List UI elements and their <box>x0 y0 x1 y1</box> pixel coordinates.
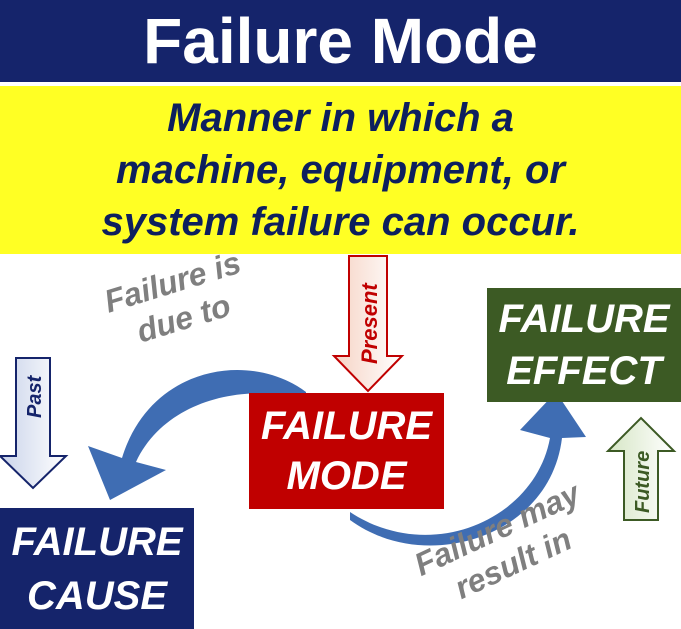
past-arrow <box>0 357 69 490</box>
page-title: Failure Mode <box>0 0 681 82</box>
failure-mode-box: FAILURE MODE <box>249 393 444 509</box>
future-arrow <box>605 416 677 521</box>
failure-effect-line-1: FAILURE <box>498 297 670 341</box>
present-arrow-label: Present <box>357 282 382 364</box>
failure-cause-line-2: CAUSE <box>26 573 168 618</box>
curved-arrow-to-effect <box>350 392 586 546</box>
present-arrow <box>331 255 405 393</box>
failure-effect-box: FAILURE EFFECT <box>487 288 681 402</box>
definition-line-2: machine, equipment, or <box>116 148 565 192</box>
failure-cause-line-1: FAILURE <box>11 519 183 564</box>
definition-box: Manner in which a machine, equipment, or… <box>0 86 681 254</box>
past-arrow-label: Past <box>24 374 46 418</box>
future-arrow-label: Future <box>632 451 654 513</box>
failure-mode-line-1: FAILURE <box>260 404 433 448</box>
definition-line-1: Manner in which a <box>167 96 514 140</box>
definition-line-3: system failure can occur. <box>101 200 580 244</box>
curved-arrow-to-cause <box>88 369 306 500</box>
failure-effect-line-2: EFFECT <box>506 349 662 393</box>
failure-cause-box: FAILURE CAUSE <box>0 508 194 629</box>
failure-mode-line-2: MODE <box>286 454 407 498</box>
